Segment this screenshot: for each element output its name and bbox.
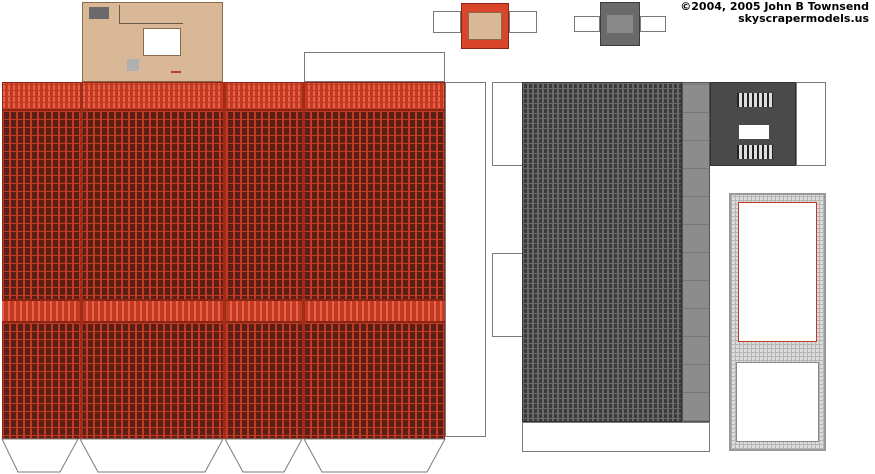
bottom-tab: [79, 438, 224, 473]
small-red-cross-center: [468, 12, 502, 40]
gray-left-tab-top: [492, 82, 523, 166]
bottom-tab: [224, 438, 303, 473]
gray-roof-tab: [796, 82, 826, 166]
roof-vent-block: [89, 7, 109, 19]
red-facade-divider: [223, 82, 226, 439]
small-roof-tab-left: [433, 11, 461, 33]
red-bottom-tabs: [1, 438, 446, 473]
roof-line: [119, 5, 120, 23]
small-red-cross-piece: [461, 3, 509, 49]
roof-small-square: [127, 59, 139, 71]
bottom-tab: [303, 438, 446, 473]
roof-white-box: [739, 125, 769, 139]
copyright-credit: ©2004, 2005 John B Townsend skyscrapermo…: [680, 1, 869, 25]
gray-facade: [522, 82, 682, 422]
small-gray-tab-left: [574, 16, 600, 32]
roof-vent-lower: [737, 145, 773, 159]
bottom-tab: [1, 438, 79, 473]
credit-line-2: skyscrapermodels.us: [738, 12, 869, 25]
grid-base-window-top: [738, 202, 817, 342]
red-facade-divider: [80, 82, 83, 439]
roof-line: [119, 23, 183, 24]
red-facade-divider: [302, 82, 305, 439]
small-gray-tab-right: [640, 16, 666, 32]
roof-opening: [143, 28, 181, 56]
gray-roof-piece: [710, 82, 796, 166]
credit-line-1: ©2004, 2005 John B Townsend: [680, 0, 869, 13]
grid-base-piece: [729, 193, 826, 451]
red-side-tab: [445, 82, 486, 437]
roof-vent-upper: [737, 93, 773, 107]
red-top-tab: [304, 52, 445, 82]
small-roof-tab-right: [509, 11, 537, 33]
gray-bottom-tab: [522, 422, 710, 452]
small-gray-cross-piece: [600, 2, 640, 46]
grid-base-window-bottom: [736, 362, 819, 442]
small-gray-cross-center: [607, 15, 633, 33]
red-facade: [2, 82, 445, 439]
tan-roof-piece: [82, 2, 223, 82]
gray-left-tab-mid: [492, 253, 523, 337]
roof-red-mark: [171, 71, 181, 73]
gray-facade-side-strip: [682, 82, 710, 422]
